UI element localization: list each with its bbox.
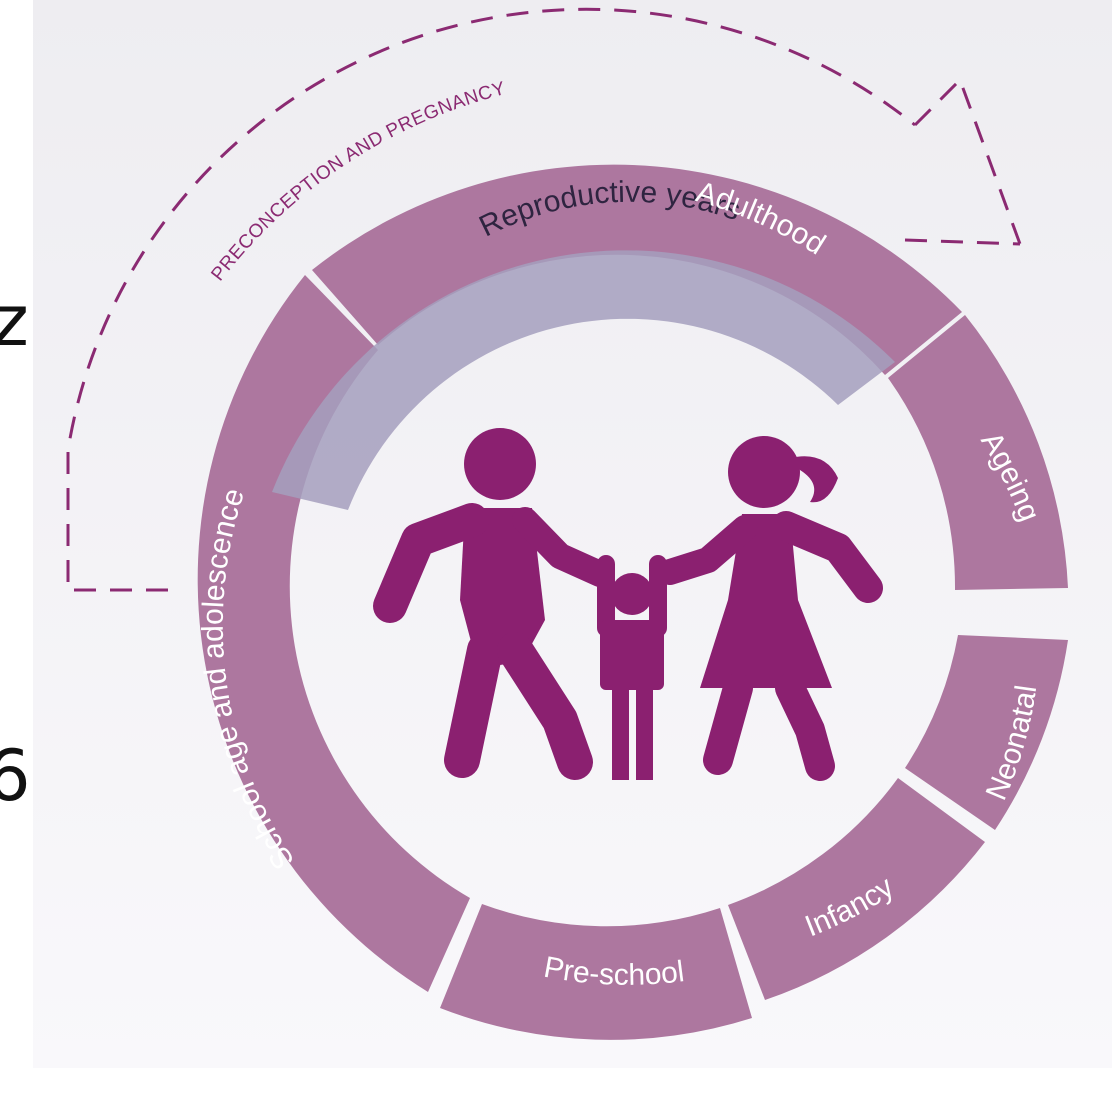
dashed-cycle-arrow-icon: [66, 7, 1022, 592]
father-left-arm: [373, 503, 489, 623]
father-right-leg: [497, 632, 593, 780]
segment-adulthood: [312, 164, 962, 375]
mother-right-arm: [771, 511, 883, 603]
father-right-arm: [512, 507, 613, 587]
child-left-leg: [612, 686, 629, 780]
family-icon: [373, 428, 883, 781]
segment-school-age: [197, 275, 470, 992]
father-left-leg: [444, 632, 503, 778]
edge-glyph-top: z: [0, 280, 29, 362]
dashed-arrow-head: [913, 77, 1022, 245]
mother-left-leg: [703, 673, 753, 775]
father-head: [464, 428, 536, 500]
life-stage-ring: [197, 164, 1068, 1040]
segment-ageing: [888, 315, 1068, 590]
child-right-leg: [636, 686, 653, 780]
segment-infancy: [728, 778, 985, 1000]
child-head: [611, 573, 653, 615]
dashed-arrow-tail: [904, 238, 1021, 246]
child-torso: [600, 620, 664, 690]
mother-figure: [657, 436, 883, 781]
mother-head: [728, 436, 800, 508]
child-raised-arms: [597, 555, 667, 637]
dashed-arrow-body: [66, 7, 916, 592]
father-torso: [460, 508, 545, 668]
mother-right-leg: [775, 673, 835, 781]
background-panel: [33, 0, 1112, 1068]
edge-glyph-bottom: 6: [0, 735, 31, 817]
father-figure: [373, 428, 613, 780]
segment-neonatal: [905, 635, 1068, 830]
segment-preschool: [440, 904, 752, 1040]
mother-dress: [700, 514, 832, 688]
reproductive-years-band: [272, 250, 895, 510]
child-figure: [597, 555, 667, 780]
mother-left-arm: [657, 515, 758, 585]
mother-ponytail: [790, 456, 838, 503]
